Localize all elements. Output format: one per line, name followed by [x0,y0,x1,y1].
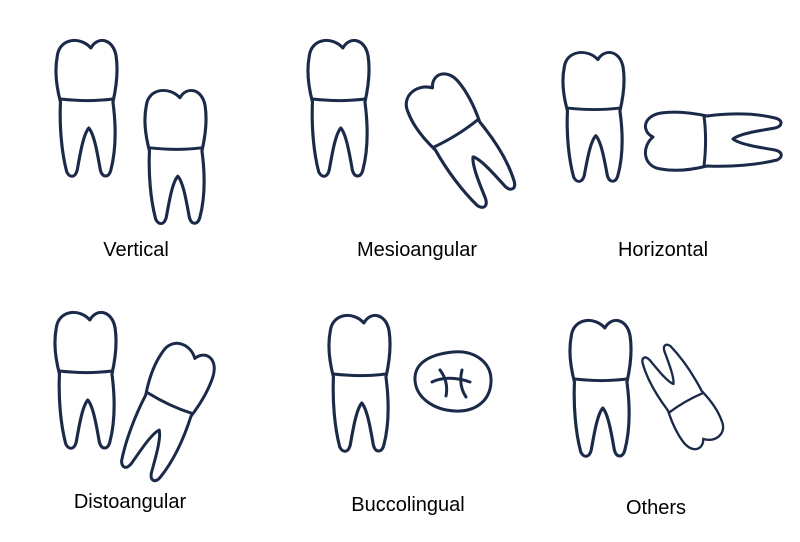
third-molar-inverted-icon [635,338,730,455]
third-molar-mesioangular-icon [397,66,525,217]
panel-buccolingual [327,313,493,453]
panel-mesioangular [306,38,525,217]
panel-others [568,318,730,458]
panel-horizontal [561,50,783,184]
third-molar-distoangular-icon [108,336,222,487]
panel-vertical [54,38,208,226]
panel-distoangular [53,310,222,487]
label-others: Others [625,497,687,519]
third-molar-occlusal-icon [413,350,493,413]
label-distoangular: Distoangular [73,491,187,513]
second-molar-icon [306,38,371,178]
third-molar-vertical-icon [143,88,208,226]
second-molar-icon [53,310,118,450]
second-molar-icon [327,313,392,453]
label-mesioangular: Mesioangular [356,239,478,261]
label-vertical: Vertical [103,239,169,261]
second-molar-icon [54,38,119,178]
label-buccolingual: Buccolingual [351,494,465,516]
second-molar-icon [568,318,633,458]
label-horizontal: Horizontal [617,239,709,261]
second-molar-icon [561,50,626,184]
third-molar-horizontal-icon [643,110,783,172]
